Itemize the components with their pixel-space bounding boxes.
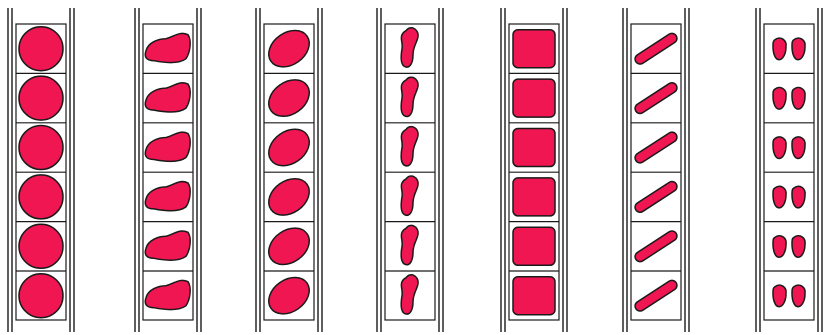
specimen-column — [376, 8, 444, 332]
diagonal-capsule-icon — [634, 32, 678, 65]
tilted-ellipse-icon — [268, 227, 310, 266]
paired-seeds-icon — [772, 185, 806, 209]
vertical-blob-icon — [400, 175, 419, 217]
diagonal-capsule-icon — [634, 131, 678, 164]
vertical-blob-icon — [400, 125, 419, 167]
circle-icon — [18, 174, 64, 220]
specimen-column — [7, 8, 75, 332]
specimen-column — [755, 8, 823, 332]
specimen-column — [500, 8, 568, 332]
rounded-square-icon — [512, 127, 556, 168]
paired-seeds-icon — [772, 136, 806, 160]
specimen-column — [134, 8, 202, 332]
irregular-blob-icon — [144, 32, 191, 64]
tilted-ellipse-icon — [268, 177, 310, 216]
rounded-square-icon — [512, 275, 556, 316]
specimen-column — [622, 8, 690, 332]
diagonal-capsule-icon — [634, 230, 678, 263]
vertical-blob-icon — [400, 224, 419, 266]
circle-icon — [18, 75, 64, 121]
circle-icon — [18, 25, 64, 72]
irregular-blob-icon — [144, 82, 191, 113]
vertical-blob-icon — [400, 27, 419, 68]
vertical-blob-icon — [400, 76, 419, 118]
rounded-square-icon — [512, 177, 556, 217]
rounded-square-icon — [512, 28, 556, 69]
diagonal-capsule-icon — [634, 82, 678, 115]
paired-seeds-icon — [772, 234, 806, 259]
vertical-blob-icon — [400, 274, 419, 315]
irregular-blob-icon — [144, 180, 191, 212]
diagonal-capsule-icon — [634, 279, 678, 312]
specimen-column — [255, 8, 323, 332]
circle-icon — [18, 223, 64, 270]
tilted-ellipse-icon — [268, 79, 310, 118]
rounded-square-icon — [512, 226, 556, 267]
irregular-blob-icon — [144, 230, 191, 262]
paired-seeds-icon — [772, 284, 806, 308]
paired-seeds-icon — [772, 86, 806, 110]
paired-seeds-icon — [772, 37, 806, 61]
irregular-blob-icon — [144, 131, 191, 163]
irregular-blob-icon — [144, 279, 191, 311]
rounded-square-icon — [512, 78, 556, 118]
circle-icon — [18, 124, 64, 171]
tilted-ellipse-icon — [268, 128, 310, 167]
tilted-ellipse-icon — [268, 29, 310, 68]
tilted-ellipse-icon — [268, 276, 310, 315]
circle-icon — [18, 272, 64, 319]
diagonal-capsule-icon — [634, 180, 678, 213]
